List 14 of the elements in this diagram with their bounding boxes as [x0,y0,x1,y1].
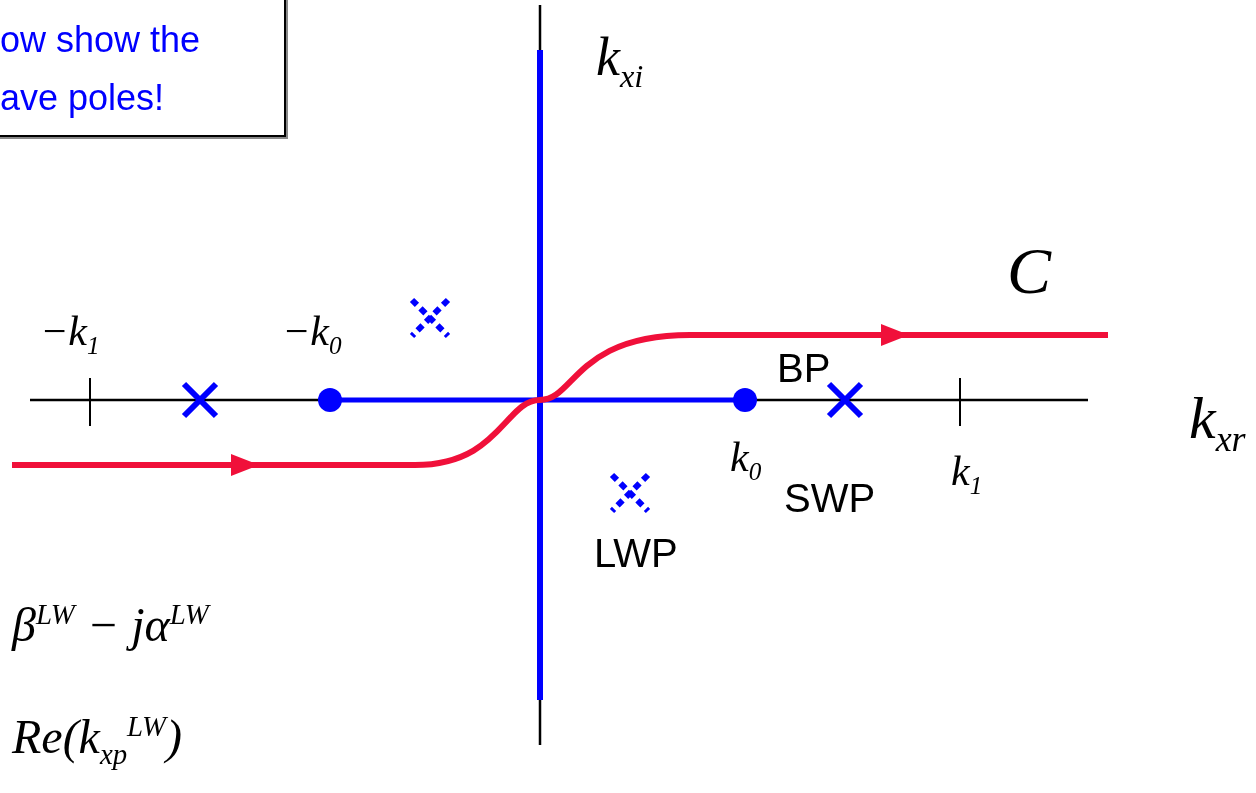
contour-label: C [1006,238,1053,304]
tick-label: −k$_{1}$ [39,310,101,359]
pole-label: SWP [783,478,877,518]
tick-label: k$_{0}$ [729,436,763,485]
tick-label: −k$_{0}$ [281,310,343,359]
axis-label: k$_{xi}$ [595,30,645,93]
axis-label: k$_{xr}$ [1188,388,1247,457]
pole-label: BP [776,348,832,388]
note-box [0,0,286,137]
equation: β$^{LW}$ − jα$^{LW}$ [10,600,212,649]
tick-label: k$_{1}$ [950,450,984,499]
pole-label: LWP [593,533,679,573]
note-text: ow show the ave poles! [0,18,202,120]
equation: Re(k$_{xp}$$^{LW}$) [10,712,184,769]
